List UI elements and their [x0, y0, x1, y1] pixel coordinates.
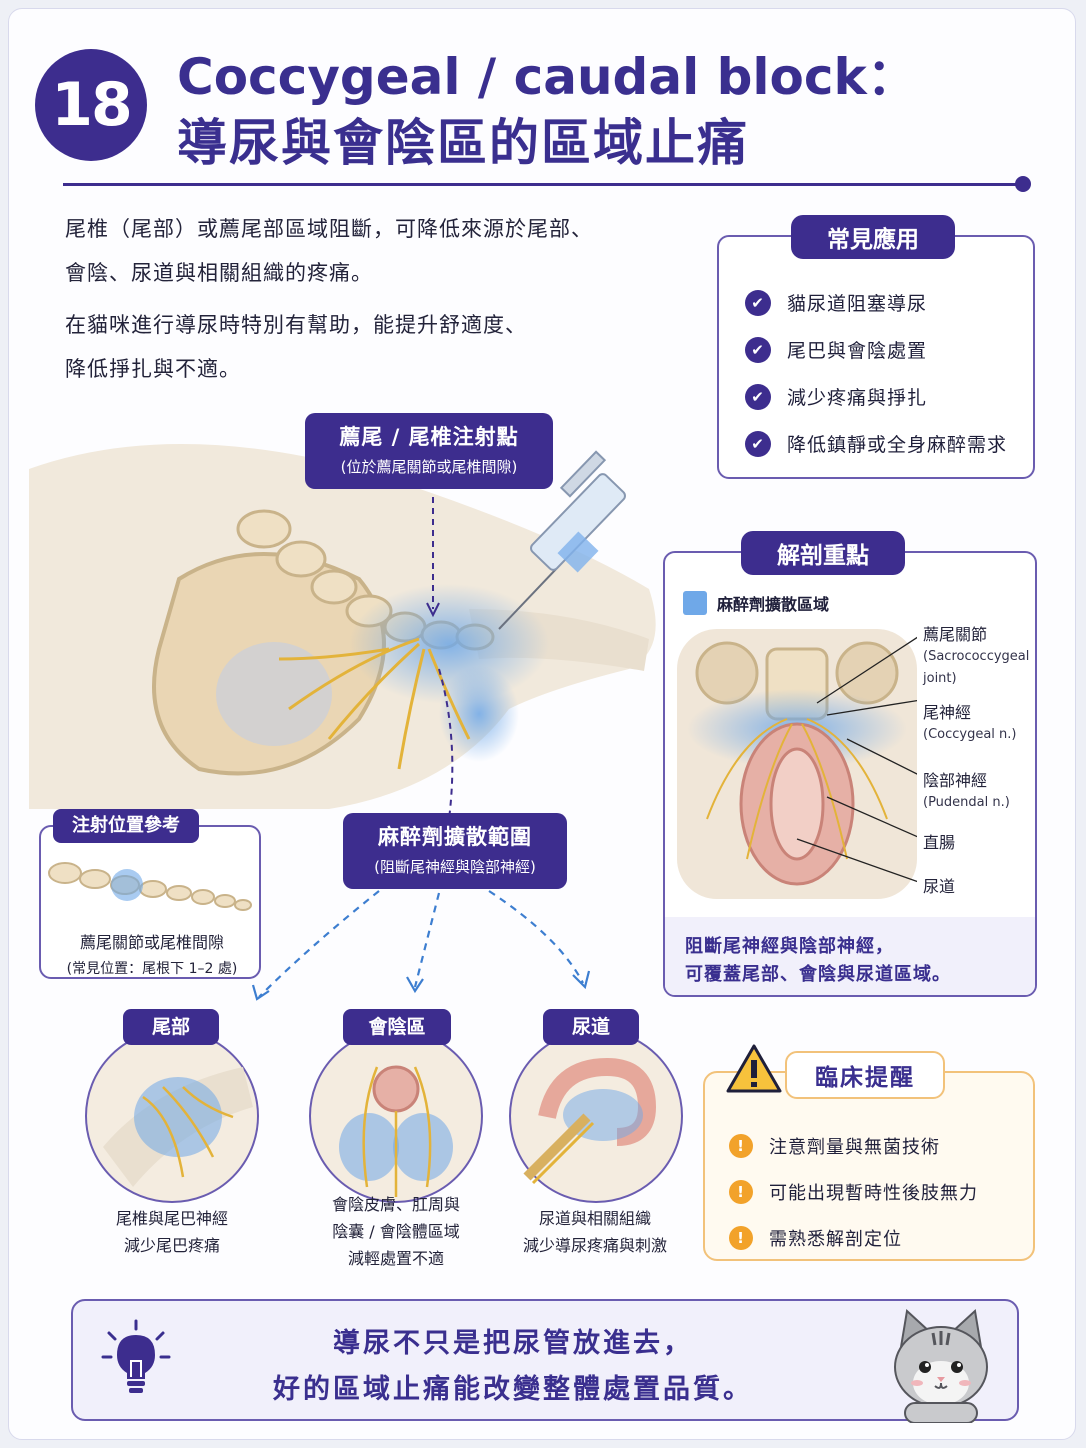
warning-triangle-icon	[726, 1044, 782, 1093]
application-item: ✔降低鎮靜或全身麻醉需求	[745, 430, 1007, 457]
check-icon: ✔	[745, 289, 771, 316]
anatomy-label-sacrococcygeal: 薦尾關節 (Sacrococcygeal joint)	[923, 625, 1030, 686]
spread-callout: 麻醉劑擴散範圍 (阻斷尾神經與陰部神經)	[343, 813, 567, 889]
application-item: ✔減少疼痛與掙扎	[745, 383, 1007, 410]
injection-point-callout: 薦尾 / 尾椎注射點 (位於薦尾關節或尾椎間隙)	[305, 413, 553, 489]
injection-ref-box: 薦尾關節或尾椎間隙 (常見位置：尾根下 1–2 處)	[39, 825, 261, 979]
anesthetic-spread-lower	[439, 666, 519, 762]
application-item: ✔尾巴與會陰處置	[745, 336, 1007, 363]
urethra-region-circle	[509, 1029, 683, 1203]
injection-callout-title: 薦尾 / 尾椎注射點	[339, 425, 519, 449]
spread-arrows	[251, 890, 591, 1001]
section-number-badge: 18	[35, 49, 147, 161]
title-english: Coccygeal / caudal block：	[177, 48, 917, 106]
infographic-page: 18 Coccygeal / caudal block： 導尿與會陰區的區域止痛…	[8, 8, 1076, 1440]
section-number: 18	[51, 70, 132, 140]
injection-ref-title: 注射位置參考	[53, 809, 199, 843]
region-tag-urethra: 尿道	[543, 1009, 639, 1045]
injection-ref-caption: 薦尾關節或尾椎間隙 (常見位置：尾根下 1–2 處)	[66, 933, 238, 977]
anatomy-label-urethra: 尿道	[923, 877, 956, 896]
check-icon: ✔	[745, 383, 771, 410]
arrow-to-perineum	[413, 892, 441, 988]
reminder-item: !可能出現暫時性後肢無力	[729, 1179, 978, 1205]
check-icon: ✔	[745, 430, 771, 457]
anatomy-box: 麻醉劑擴散區域	[663, 551, 1037, 997]
reminder-item: !需熟悉解剖定位	[729, 1225, 978, 1251]
lightbulb-icon	[101, 1319, 171, 1393]
clinical-reminder-box: !注意劑量與無菌技術 !可能出現暫時性後肢無力 !需熟悉解剖定位	[703, 1071, 1035, 1261]
arrow-to-tail	[258, 890, 380, 998]
reminder-item: !注意劑量與無菌技術	[729, 1133, 978, 1159]
arrow-to-urethra	[488, 890, 584, 984]
cat-mascot-icon	[894, 1309, 988, 1423]
title-divider-dot	[1015, 176, 1031, 192]
legend-label: 麻醉劑擴散區域	[717, 595, 830, 614]
region-tag-perineum: 會陰區	[343, 1009, 451, 1045]
intro-paragraph-2: 在貓咪進行導尿時特別有幫助，能提升舒適度、 降低掙扎與不適。	[65, 303, 725, 391]
clinical-reminder-title: 臨床提醒	[785, 1051, 945, 1099]
footer-banner: 導尿不只是把尿管放進去， 好的區域止痛能改變整體處置品質。	[71, 1299, 1019, 1421]
exclamation-icon: !	[729, 1180, 753, 1204]
legend-swatch	[683, 591, 707, 615]
application-item: ✔貓尿道阻塞導尿	[745, 289, 1007, 316]
anatomy-legend: 麻醉劑擴散區域	[683, 591, 829, 615]
intro-line: 會陰、尿道與相關組織的疼痛。	[65, 261, 373, 285]
perineum-region-circle	[309, 1029, 483, 1203]
title-divider	[63, 183, 1023, 186]
footer-message: 導尿不只是把尿管放進去， 好的區域止痛能改變整體處置品質。	[273, 1328, 753, 1405]
injection-callout-subtitle: (位於薦尾關節或尾椎間隙)	[340, 458, 518, 476]
perineum-illustration	[677, 629, 917, 899]
applications-box: ✔貓尿道阻塞導尿 ✔尾巴與會陰處置 ✔減少疼痛與掙扎 ✔降低鎮靜或全身麻醉需求	[717, 235, 1035, 479]
anatomy-label-coccygeal-nerve: 尾神經 (Coccygeal n.)	[923, 703, 1017, 742]
spread-callout-title: 麻醉劑擴散範圍	[378, 825, 532, 849]
region-caption-urethra: 尿道與相關組織 減少導尿疼痛與刺激	[522, 1209, 667, 1255]
applications-title: 常見應用	[791, 215, 955, 259]
region-tag-tail: 尾部	[123, 1009, 219, 1045]
check-icon: ✔	[745, 336, 771, 363]
anatomy-label-rectum: 直腸	[923, 833, 956, 852]
region-caption-perineum: 會陰皮膚、肛周與 陰囊 / 會陰體區域 減輕處置不適	[331, 1195, 460, 1268]
anatomy-title: 解剖重點	[741, 531, 905, 575]
exclamation-icon: !	[729, 1134, 753, 1158]
tail-region-circle	[85, 1029, 259, 1203]
anatomy-label-pudendal-nerve: 陰部神經 (Pudendal n.)	[923, 771, 1010, 810]
intro-line: 降低掙扎與不適。	[65, 357, 241, 381]
anatomy-leader-lines	[796, 636, 917, 883]
nerve-branches	[278, 637, 471, 770]
intro-paragraph-1: 尾椎（尾部）或薦尾部區域阻斷，可降低來源於尾部、 會陰、尿道與相關組織的疼痛。	[65, 207, 725, 295]
region-caption-tail: 尾椎與尾巴神經 減少尾巴疼痛	[115, 1209, 228, 1255]
tail-vertebrae-icon	[48, 862, 252, 911]
intro-line: 尾椎（尾部）或薦尾部區域阻斷，可降低來源於尾部、	[65, 217, 593, 241]
pelvis-illustration	[29, 444, 656, 820]
syringe-icon	[498, 450, 626, 630]
pelvic-cavity	[216, 642, 332, 746]
anatomy-note: 阻斷尾神經與陰部神經， 可覆蓋尾部、會陰與尿道區域。	[665, 917, 1035, 995]
title-chinese: 導尿與會陰區的區域止痛	[177, 114, 749, 172]
intro-line: 在貓咪進行導尿時特別有幫助，能提升舒適度、	[65, 313, 527, 337]
spread-arrow	[438, 668, 454, 820]
spread-callout-subtitle: (阻斷尾神經與陰部神經)	[374, 858, 536, 876]
exclamation-icon: !	[729, 1226, 753, 1250]
